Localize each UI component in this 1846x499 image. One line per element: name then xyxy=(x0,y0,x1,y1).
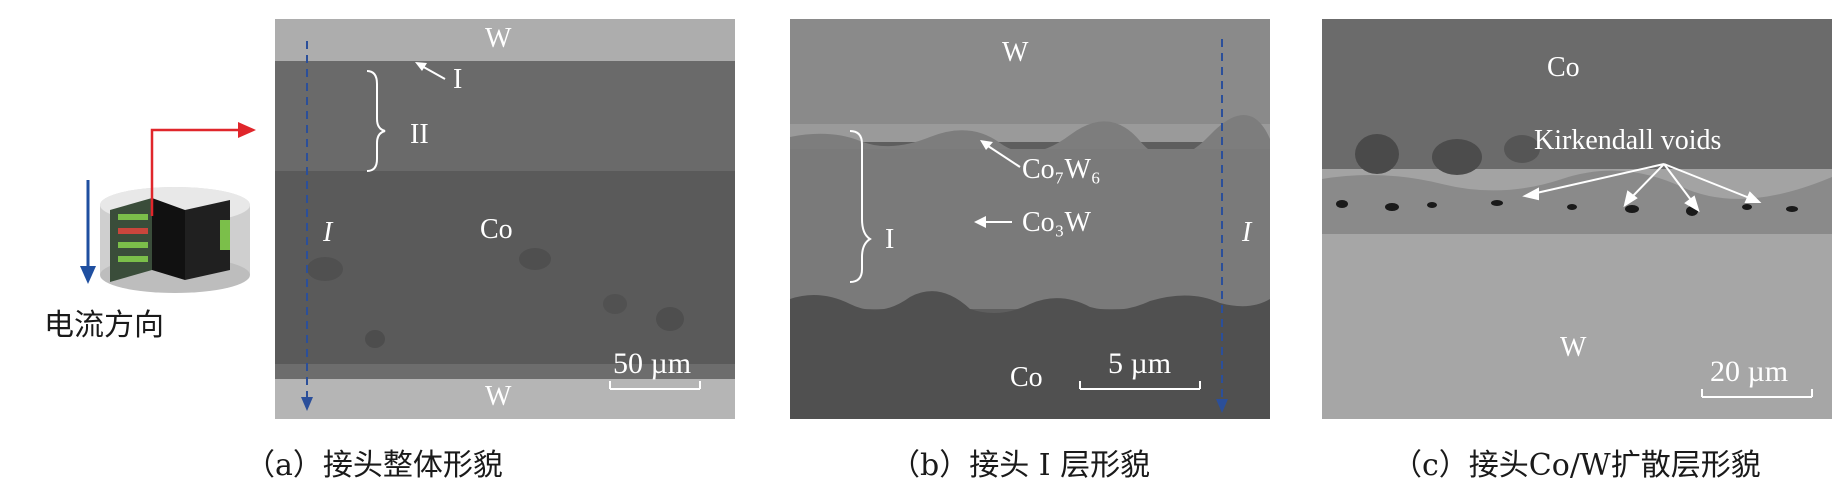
label-a-co: Co xyxy=(480,214,513,245)
current-direction-arrow-icon xyxy=(80,180,96,284)
scale-bar-c: 20 µm xyxy=(1710,355,1789,388)
label-b-co3w: Co₃W xyxy=(1022,207,1091,238)
label-c-w: W xyxy=(1560,332,1587,363)
label-c-co: Co xyxy=(1547,52,1580,83)
caption-c: （c）接头Co/W扩散层形貌 xyxy=(1392,448,1761,483)
label-b-bottom-co: Co xyxy=(1010,362,1043,393)
sample-block-icon xyxy=(100,187,250,293)
label-b-current-i: I xyxy=(1242,217,1252,248)
caption-a: （a）接头整体形貌 xyxy=(245,448,503,483)
label-b-co7w6: Co₇W₆ xyxy=(1022,154,1101,185)
label-a-layer-ii: II xyxy=(410,119,429,150)
label-c-voids: Kirkendall voids xyxy=(1534,125,1722,156)
label-a-top-w: W xyxy=(485,23,512,54)
red-pointer-arrow-icon xyxy=(150,122,256,216)
panel-c-micrograph: Co Kirkendall voids W 20 µm xyxy=(1322,19,1832,419)
label-a-current-i: I xyxy=(323,217,333,248)
label-b-layer-i: I xyxy=(885,224,895,255)
label-a-bottom-w: W xyxy=(485,381,512,412)
label-b-top-w: W xyxy=(1002,37,1029,68)
panel-a-micrograph: W I II Co I W 50 µm xyxy=(275,19,735,419)
scale-bar-b: 5 µm xyxy=(1108,347,1172,380)
current-direction-label: 电流方向 xyxy=(44,308,164,343)
caption-b: （b）接头 Ⅰ 层形貌 xyxy=(890,448,1151,483)
panel-b-micrograph: W Co₇W₆ Co₃W I I Co 5 µm xyxy=(790,19,1270,419)
current-direction-schematic xyxy=(70,110,260,310)
scale-bar-a: 50 µm xyxy=(613,347,692,380)
label-a-layer-i: I xyxy=(453,64,463,95)
